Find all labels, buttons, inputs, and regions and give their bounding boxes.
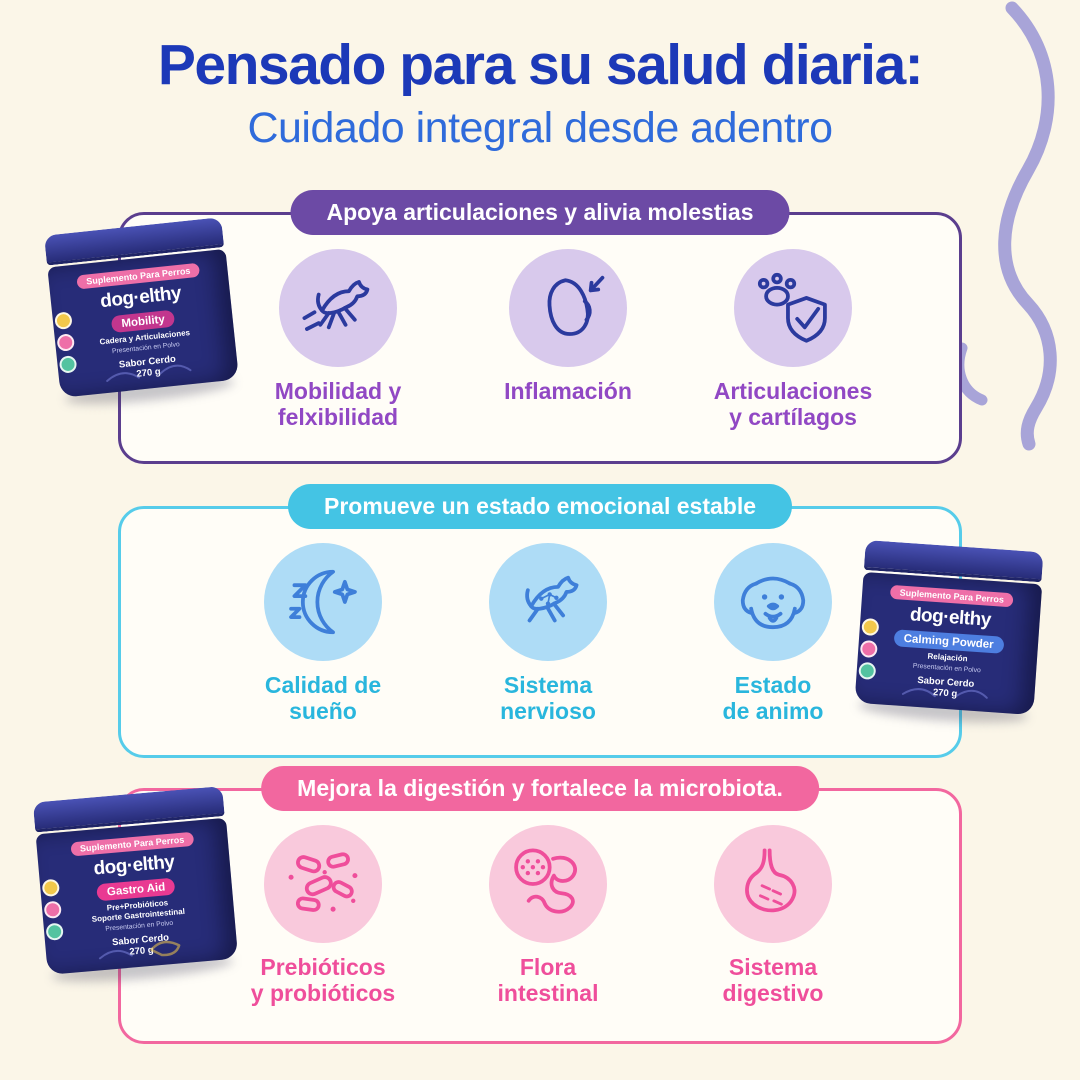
claim-badge-icon <box>861 617 880 637</box>
product-jar-gastro: Suplemento Para Perros dog·elthy Gastro … <box>32 786 238 987</box>
feature-intestinal-flora: Flora intestinal <box>438 825 658 1006</box>
feature-label: Flora intestinal <box>497 954 599 1007</box>
jar-label: Suplemento Para Perros dog·elthy Calming… <box>854 571 1043 716</box>
sleep-moon-icon <box>264 543 382 661</box>
claim-badge-icon <box>54 311 73 331</box>
feature-label: Articulaciones y cartílagos <box>713 378 873 431</box>
claim-badge-icon <box>56 333 76 352</box>
claim-badge-icon <box>41 878 61 898</box>
feature-probiotics: Prebióticos y probióticos <box>213 825 433 1006</box>
probiotics-icon <box>264 825 382 943</box>
section-header-joints: Apoya articulaciones y alivia molestias <box>290 190 790 235</box>
feature-nervous-system: Sistema nervioso <box>438 543 658 724</box>
feature-sleep: Calidad de sueño <box>213 543 433 724</box>
feature-label: Sistema digestivo <box>722 954 824 1007</box>
page-title: Pensado para su salud diaria: <box>157 33 924 97</box>
section-header-emotional: Promueve un estado emocional estable <box>287 484 793 529</box>
feature-label: Prebióticos y probióticos <box>250 954 396 1007</box>
happy-dog-face-icon <box>714 543 832 661</box>
section-card-emotional: Promueve un estado emocional estable Cal… <box>118 484 962 758</box>
feature-mood: Estado de animo <box>663 543 883 724</box>
feature-inflammation: Inflamación <box>458 249 678 404</box>
product-jar-calming: Suplemento Para Perros dog·elthy Calming… <box>854 539 1044 727</box>
jar-doodle-art <box>901 688 988 699</box>
paw-inflammation-icon <box>509 249 627 367</box>
feature-label: Sistema nervioso <box>500 672 596 725</box>
jar-label: Suplemento Para Perros dog·elthy Mobilit… <box>47 248 240 398</box>
joint-shield-icon <box>734 249 852 367</box>
claim-badge-icon <box>43 900 62 919</box>
feature-cartilage: Articulaciones y cartílagos <box>683 249 903 430</box>
stomach-icon <box>714 825 832 943</box>
feature-mobility: Mobilidad y felxibilidad <box>228 249 448 430</box>
intestinal-flora-icon <box>489 825 607 943</box>
claim-badge-icon <box>859 639 878 659</box>
feature-digestive-system: Sistema digestivo <box>663 825 883 1006</box>
page-subtitle: Cuidado integral desde adentro <box>247 104 833 152</box>
feature-label: Calidad de sueño <box>264 672 382 725</box>
feature-label: Mobilidad y felxibilidad <box>274 378 402 431</box>
section-header-digestion: Mejora la digestión y fortalece la micro… <box>261 766 819 811</box>
product-jar-mobility: Suplemento Para Perros dog·elthy Mobilit… <box>43 217 240 410</box>
jar-doodle-art <box>98 940 181 960</box>
section-card-joints: Apoya articulaciones y alivia molestias … <box>118 190 962 464</box>
jar-label: Suplemento Para Perros dog·elthy Gastro … <box>35 817 238 975</box>
nervous-system-dog-icon <box>489 543 607 661</box>
jar-doodle-art <box>106 364 192 382</box>
section-card-digestion: Mejora la digestión y fortalece la micro… <box>118 766 962 1044</box>
feature-label: Inflamación <box>504 378 632 404</box>
feature-label: Estado de animo <box>722 672 824 725</box>
jumping-dog-icon <box>279 249 397 367</box>
